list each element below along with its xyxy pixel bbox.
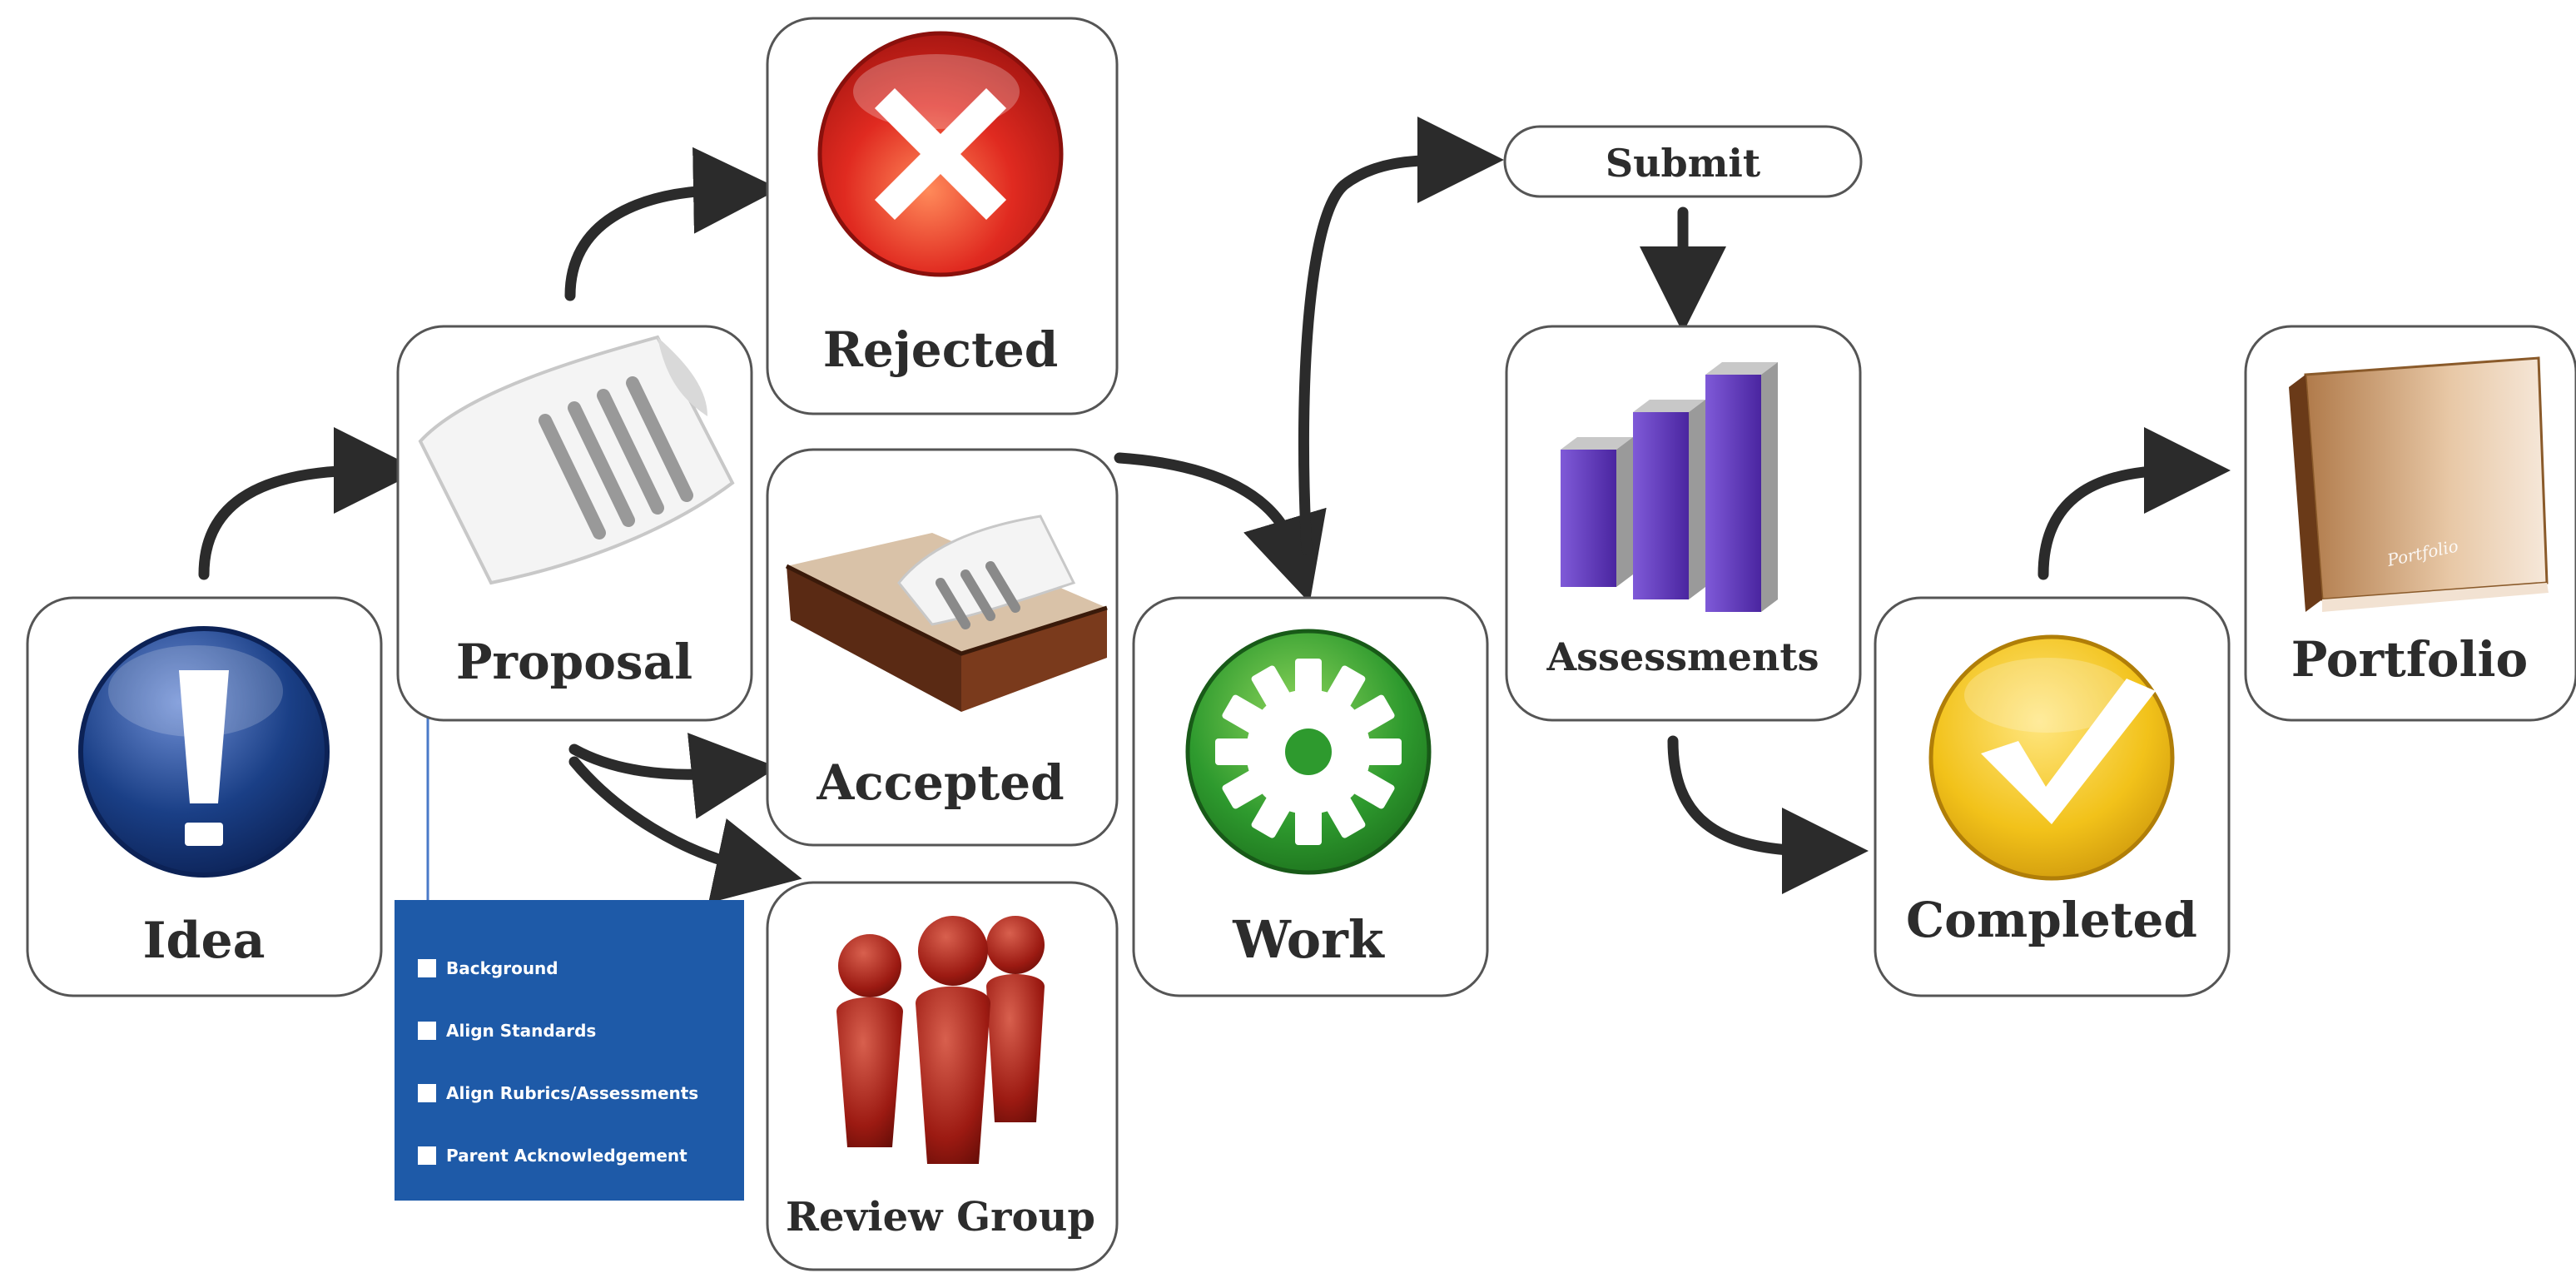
checkbox[interactable]: [418, 1146, 436, 1165]
idea-label: Idea: [142, 912, 265, 970]
checklist-item-label: Align Standards: [446, 1020, 597, 1041]
submit-label: Submit: [1606, 141, 1761, 186]
document-icon: [418, 335, 735, 585]
completed-label: Completed: [1906, 892, 2197, 948]
arrow-assessments-to-completed: [1667, 735, 1869, 894]
accepted-label: Accepted: [816, 754, 1064, 811]
arrow-proposal-to-accepted: [568, 733, 778, 819]
review-group-label: Review Group: [786, 1194, 1095, 1241]
arrow-work-to-submit: [1298, 117, 1504, 555]
gear-tooth: [1295, 808, 1322, 845]
checkbox[interactable]: [418, 958, 436, 977]
gear-tooth: [1295, 659, 1322, 695]
rejected-label: Rejected: [823, 321, 1059, 378]
checklist-item[interactable]: Align Rubrics/Assessments: [418, 1062, 744, 1124]
gear-icon: [1185, 629, 1432, 875]
checklist-item-label: Parent Acknowledgement: [446, 1145, 687, 1166]
connector-arrows: [198, 117, 2231, 903]
assessments-label: Assessments: [1546, 634, 1819, 679]
gear-tooth: [1215, 738, 1252, 765]
book-icon: Portfolio: [2289, 356, 2549, 612]
checklist-item-label: Background: [446, 957, 558, 978]
portfolio-label: Portfolio: [2291, 631, 2528, 688]
arrow-proposal-to-rejected: [564, 147, 780, 301]
people-icon: [836, 916, 1045, 1164]
checkbox[interactable]: [418, 1083, 436, 1102]
submit-box: [1503, 125, 1863, 198]
bar-chart-icon: [1561, 362, 1778, 612]
inbox-tray-icon: [785, 515, 1108, 712]
checklist-item[interactable]: Parent Acknowledgement: [418, 1124, 744, 1186]
work-label: Work: [1232, 909, 1386, 970]
checkbox[interactable]: [418, 1021, 436, 1040]
checklist-item[interactable]: Align Standards: [418, 999, 744, 1062]
proposal-label: Proposal: [456, 634, 692, 690]
exclamation-icon: [78, 626, 330, 878]
arrow-idea-to-proposal: [198, 427, 420, 580]
arrow-completed-to-portfolio: [2037, 427, 2231, 580]
checkmark-icon: [1928, 634, 2175, 881]
arrow-proposal-to-review-group: [568, 756, 802, 903]
proposal-checklist: Background Align Standards Align Rubrics…: [395, 900, 744, 1201]
arrow-accepted-to-work: [1114, 452, 1327, 604]
x-circle-icon: [817, 31, 1064, 277]
checklist-item[interactable]: Background: [418, 937, 744, 999]
gear-tooth: [1365, 738, 1402, 765]
checklist-item-label: Align Rubrics/Assessments: [446, 1082, 699, 1103]
